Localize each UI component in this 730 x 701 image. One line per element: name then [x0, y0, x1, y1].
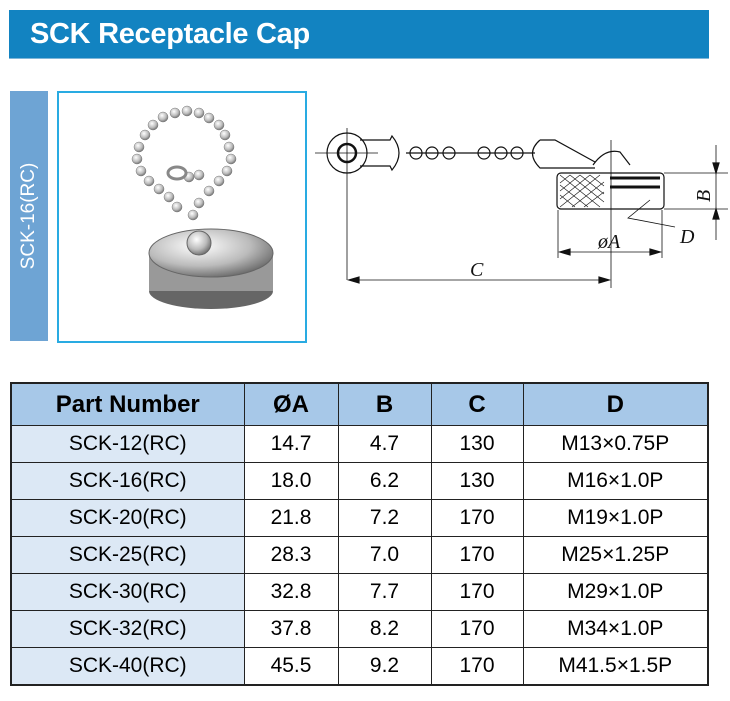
- label-d: D: [679, 226, 695, 248]
- table-header-row: Part Number ØA B C D: [10, 382, 709, 426]
- cell-c: 170: [430, 499, 524, 537]
- cell-b: 8.2: [337, 610, 432, 648]
- cell-a: 21.8: [243, 499, 339, 537]
- cell-d: M25×1.25P: [522, 536, 709, 574]
- label-a: øA: [597, 231, 621, 253]
- cell-part-number: SCK-25(RC): [10, 536, 245, 574]
- side-label-text: SCK-16(RC): [18, 162, 39, 270]
- cell-part-number: SCK-20(RC): [10, 499, 245, 537]
- cell-b: 9.2: [337, 647, 432, 686]
- cell-part-number: SCK-40(RC): [10, 647, 245, 686]
- cell-b: 6.2: [337, 462, 432, 500]
- cell-part-number: SCK-16(RC): [10, 462, 245, 500]
- header-part-number: Part Number: [10, 382, 245, 426]
- cell-c: 130: [430, 462, 524, 500]
- cell-b: 7.2: [337, 499, 432, 537]
- cell-c: 130: [430, 425, 524, 463]
- cell-a: 18.0: [243, 462, 339, 500]
- title-bar: SCK Receptacle Cap: [9, 10, 709, 59]
- cell-d: M19×1.0P: [522, 499, 709, 537]
- cell-c: 170: [430, 573, 524, 611]
- side-label: SCK-16(RC): [10, 91, 48, 341]
- cell-a: 14.7: [243, 425, 339, 463]
- cell-b: 4.7: [337, 425, 432, 463]
- cell-part-number: SCK-12(RC): [10, 425, 245, 463]
- cell-a: 28.3: [243, 536, 339, 574]
- page-title: SCK Receptacle Cap: [30, 18, 310, 50]
- cell-d: M34×1.0P: [522, 610, 709, 648]
- cell-a: 32.8: [243, 573, 339, 611]
- header-a: ØA: [243, 382, 339, 426]
- product-photo: [57, 91, 307, 343]
- cell-a: 45.5: [243, 647, 339, 686]
- header-d: D: [522, 382, 709, 426]
- label-c: C: [470, 259, 484, 281]
- cell-d: M41.5×1.5P: [522, 647, 709, 686]
- label-b: B: [693, 190, 715, 202]
- cell-a: 37.8: [243, 610, 339, 648]
- cell-c: 170: [430, 536, 524, 574]
- cell-b: 7.0: [337, 536, 432, 574]
- cell-b: 7.7: [337, 573, 432, 611]
- cell-d: M13×0.75P: [522, 425, 709, 463]
- cell-d: M29×1.0P: [522, 573, 709, 611]
- header-b: B: [337, 382, 432, 426]
- cell-part-number: SCK-32(RC): [10, 610, 245, 648]
- cell-c: 170: [430, 610, 524, 648]
- cell-part-number: SCK-30(RC): [10, 573, 245, 611]
- cell-d: M16×1.0P: [522, 462, 709, 500]
- technical-drawing: C øA D B: [310, 100, 730, 300]
- cell-c: 170: [430, 647, 524, 686]
- header-c: C: [430, 382, 524, 426]
